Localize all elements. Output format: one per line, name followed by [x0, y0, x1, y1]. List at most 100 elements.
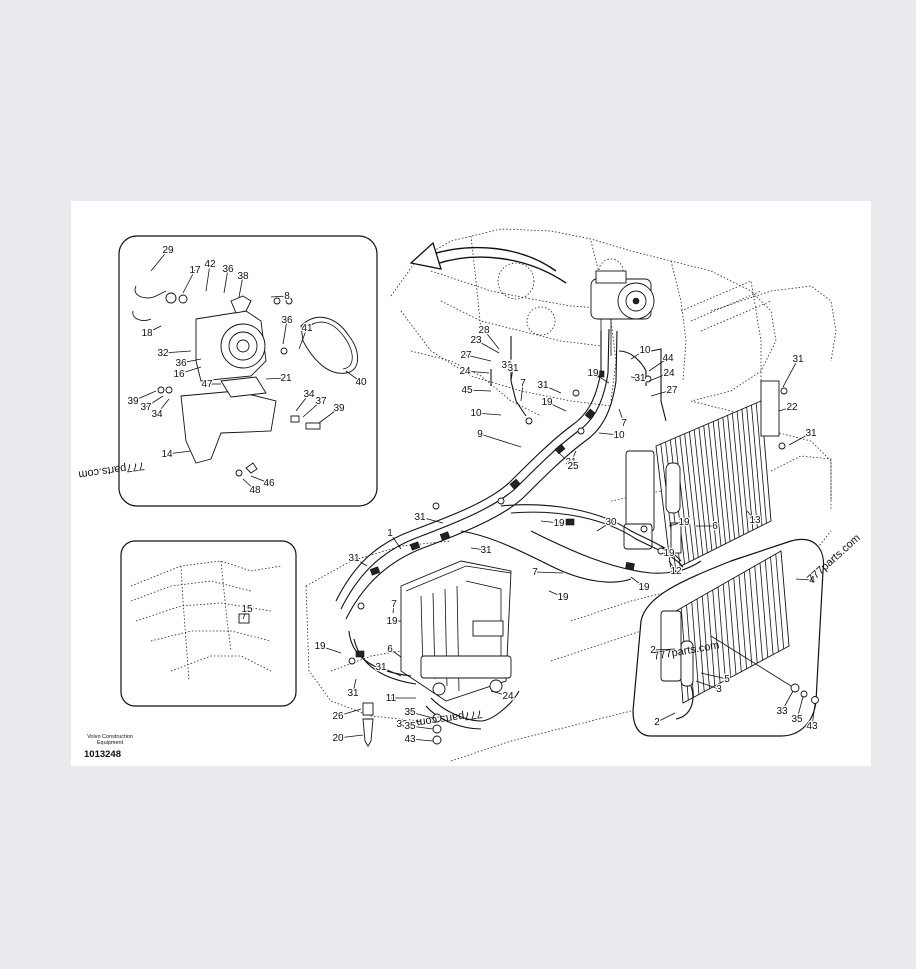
callout-number: 19 [663, 548, 675, 559]
leader-line [401, 720, 422, 725]
leader-line [298, 327, 308, 350]
leader-line [223, 268, 229, 294]
callout-number: 1 [387, 528, 393, 539]
callout-number: 31 [565, 457, 577, 468]
callout-number: 24 [663, 368, 675, 379]
callout-number: 37 [315, 396, 327, 407]
callout-number: 39 [333, 403, 345, 414]
callout-number: 43 [404, 734, 416, 745]
callout-number: 14 [161, 449, 173, 460]
leader-line [490, 690, 509, 697]
leader-line [475, 412, 502, 416]
leader-line [668, 560, 677, 572]
callout-number: 10 [470, 408, 482, 419]
callout-number: 39 [127, 396, 139, 407]
callout-number: 32 [157, 348, 169, 359]
callout-number: 5 [724, 674, 730, 685]
leader-line [592, 372, 610, 384]
callout-number: 19 [386, 616, 398, 627]
callout-number: 35 [404, 721, 416, 732]
callout-number: 2 [654, 717, 660, 728]
leader-line [409, 711, 434, 719]
hose-clamps [355, 370, 635, 658]
inset-compressor-bracket [118, 235, 378, 507]
callout-number: 9 [477, 429, 483, 440]
leader-line [337, 708, 362, 717]
leader-line [548, 590, 564, 598]
leader-line [282, 319, 288, 345]
callout-number: 13 [749, 515, 761, 526]
leader-line [302, 400, 322, 418]
leader-line [630, 376, 641, 379]
callout-number: 8 [284, 291, 290, 302]
leader-line [295, 393, 310, 412]
leader-line [353, 557, 368, 567]
leader-line [630, 576, 645, 588]
watermark-2: 777parts.com [416, 707, 484, 728]
leader-line [466, 389, 492, 392]
leader-line [265, 377, 287, 380]
leader-line [319, 645, 342, 654]
callout-number: 10 [613, 430, 625, 441]
callout-number: 27 [666, 385, 678, 396]
brand-line-1: Volvo Construction [87, 734, 133, 740]
callout-number: 11 [386, 693, 397, 704]
callout-number: 6 [712, 521, 718, 532]
leader-line [596, 521, 612, 532]
leader-line [695, 680, 720, 690]
callout-number: 31 [537, 380, 549, 391]
callout-number: 19 [314, 641, 326, 652]
leader-line [483, 329, 500, 350]
callout-number: 40 [355, 377, 367, 388]
callout-number: 21 [280, 373, 292, 384]
leader-line [392, 603, 395, 614]
leader-line [781, 690, 794, 712]
callout-number: 31 [634, 373, 646, 384]
callout-number: 15 [241, 604, 253, 615]
leader-line [796, 696, 804, 720]
leader-line [618, 408, 625, 424]
callout-number: 25 [567, 461, 579, 472]
callout-number: 29 [162, 245, 174, 256]
inset-frame-detail [120, 540, 297, 707]
callout-number: 18 [141, 328, 153, 339]
leader-line [570, 450, 577, 463]
callout-number: 12 [670, 566, 682, 577]
brand-line-2: Equipment [96, 740, 124, 746]
callout-number: 35 [404, 707, 416, 718]
leader-line [238, 275, 244, 298]
leader-line [242, 478, 256, 491]
leader-line [182, 269, 196, 294]
callout-number: 31 [347, 688, 359, 699]
leader-line [146, 325, 162, 334]
leader-line [419, 516, 444, 524]
leader-line [345, 370, 362, 383]
compressor-mounted [590, 270, 655, 361]
callout-number: 24 [459, 366, 471, 377]
leader-line [542, 384, 562, 394]
leader-line [700, 672, 728, 680]
callout-number: 7 [621, 418, 627, 429]
leader-line [656, 712, 676, 723]
leader-line [648, 372, 670, 382]
callout-number: 22 [786, 402, 798, 413]
leader-line [242, 608, 248, 620]
leader-line [668, 521, 685, 527]
leader-line [778, 406, 793, 412]
callout-number: 28 [478, 325, 490, 336]
callout-number: 36 [281, 315, 293, 326]
callout-number: 34 [303, 389, 315, 400]
illustration-number: 1013248 [84, 749, 121, 760]
callout-number: 31 [414, 512, 426, 523]
leader-line [648, 357, 669, 372]
callout-number: 36 [175, 358, 187, 369]
rotation-arrow [409, 241, 567, 284]
callout-number: 19 [587, 368, 599, 379]
callout-number: 31 [792, 354, 804, 365]
leader-line [180, 358, 202, 364]
callout-number: 6 [387, 644, 393, 655]
leader-line [520, 382, 524, 402]
leader-line [318, 407, 340, 424]
callout-number: 31 [501, 360, 513, 371]
